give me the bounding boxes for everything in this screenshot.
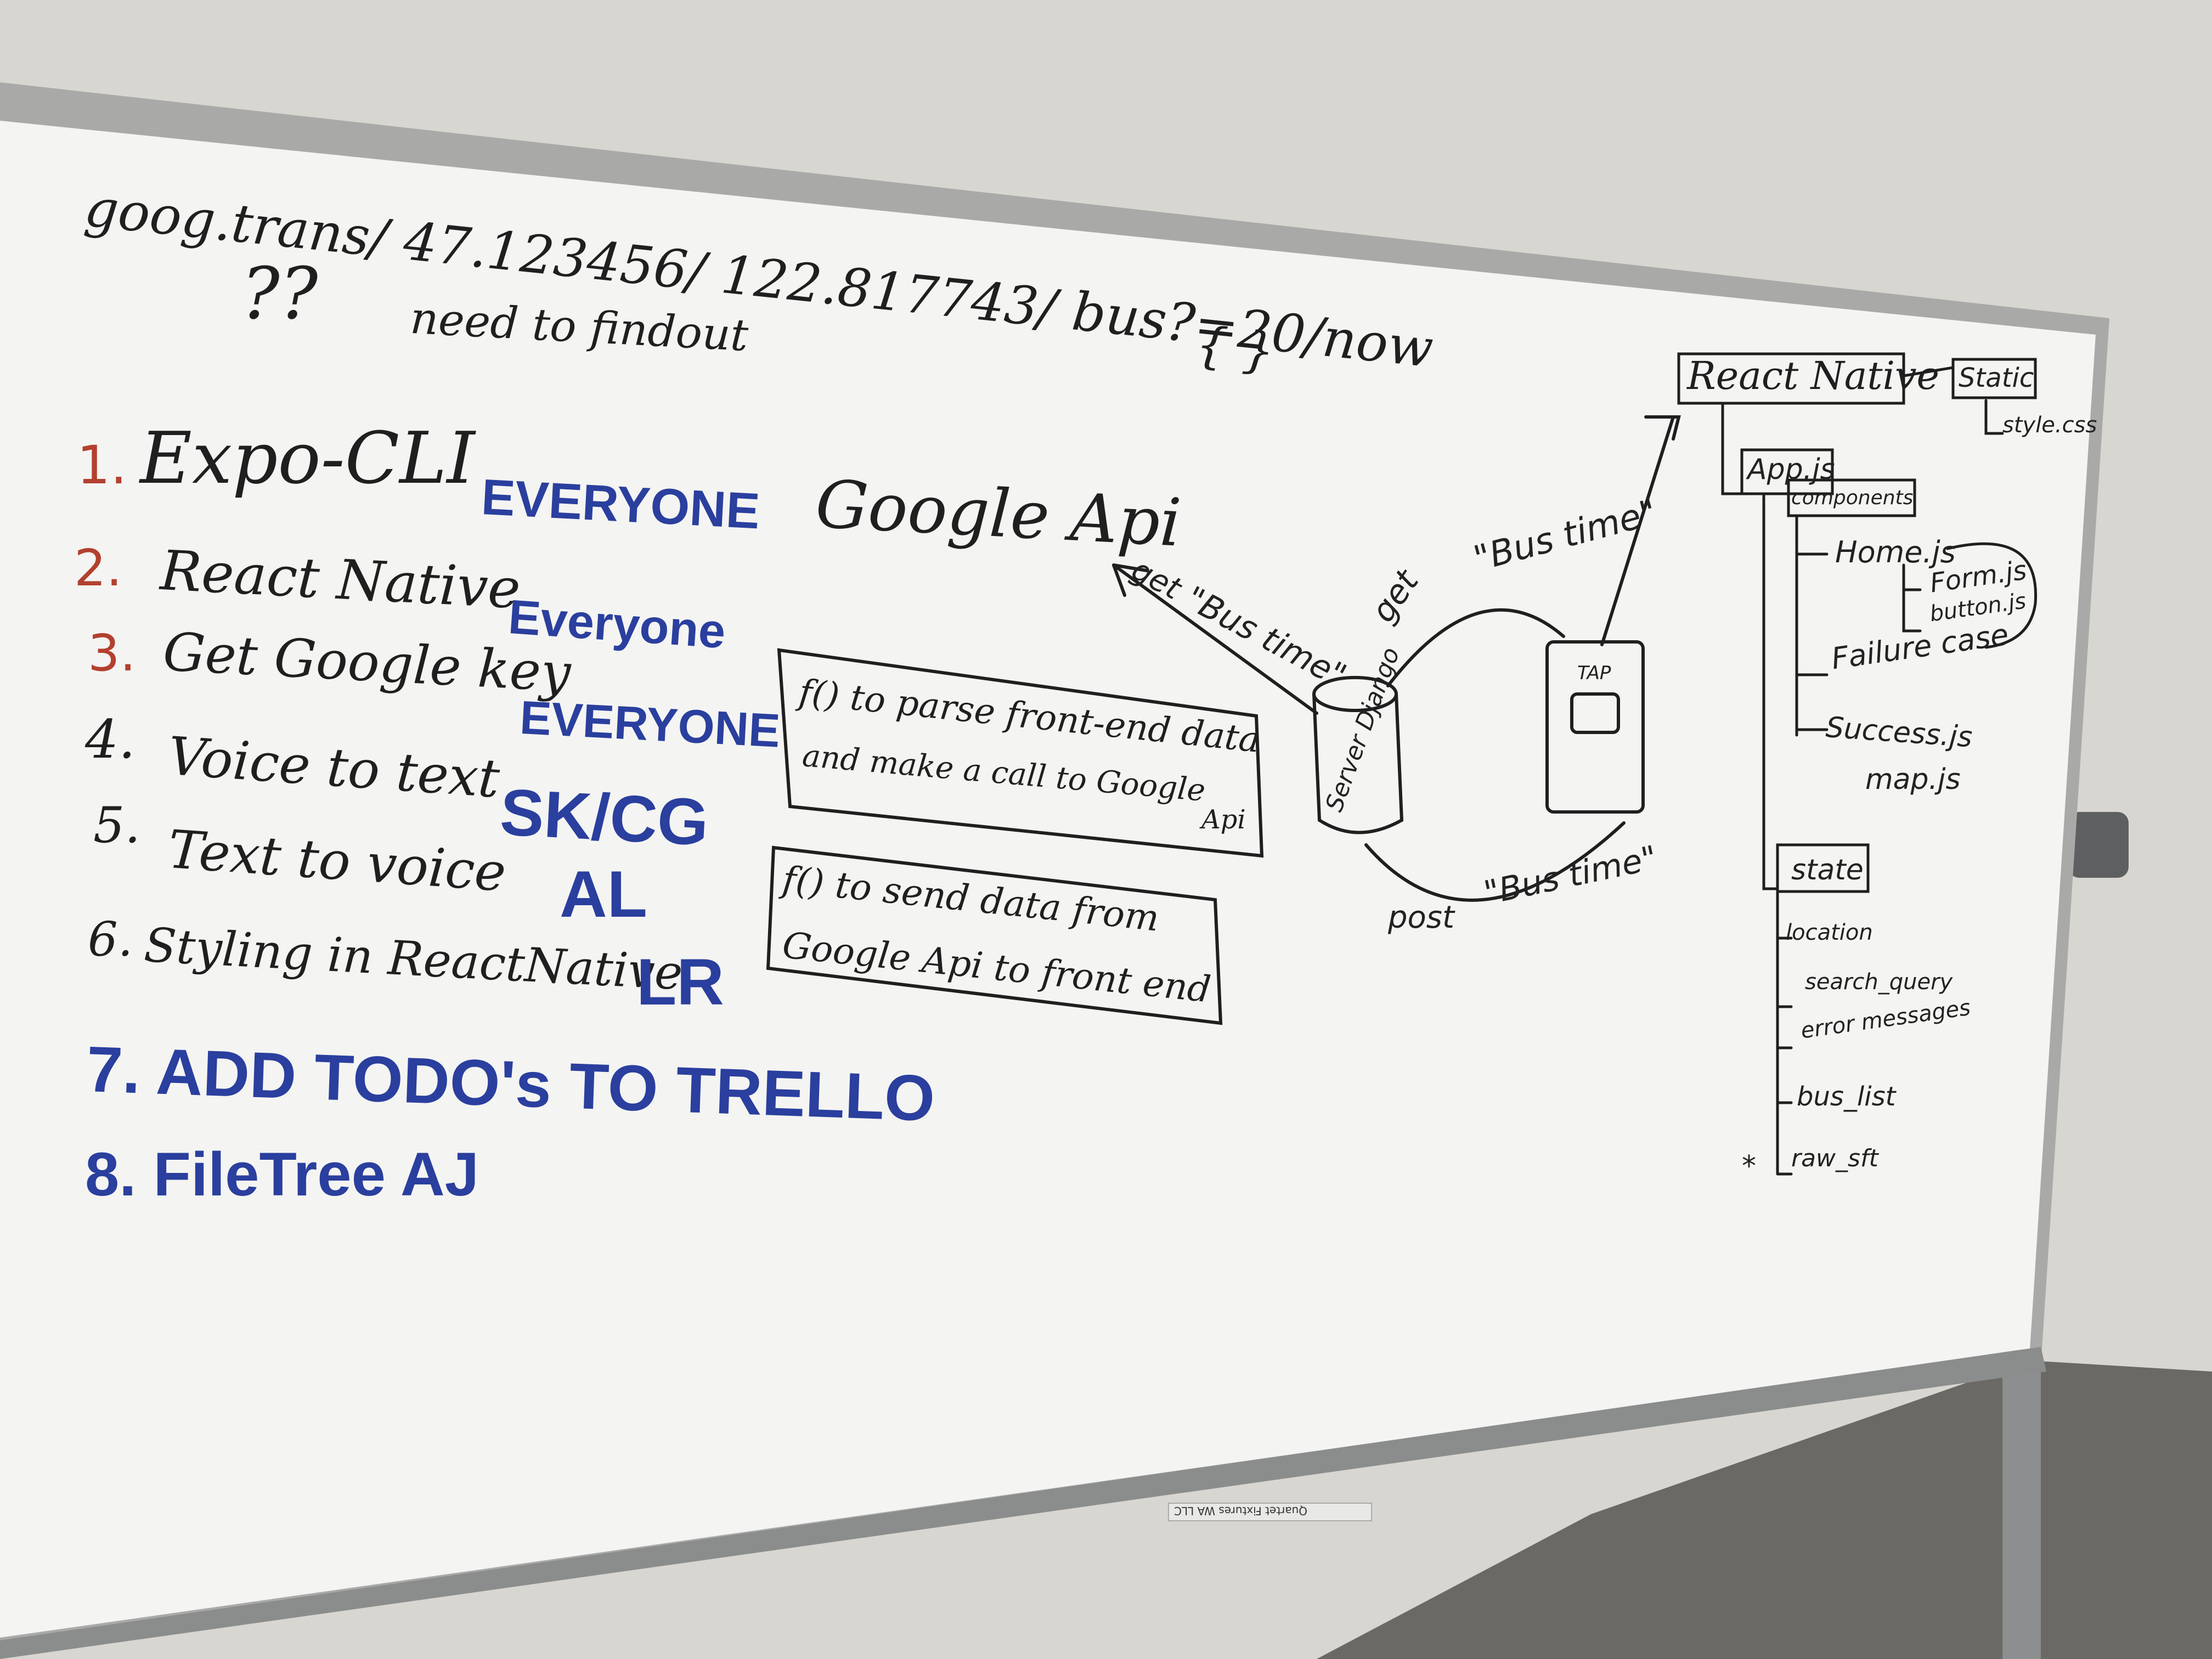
- tree-line-components: [1762, 492, 1779, 890]
- todo-number-6: 6.: [88, 912, 133, 967]
- tree-state-item-rawsft: raw_sft: [1791, 1144, 1878, 1172]
- todo-owner-3: EVERYONE: [518, 691, 782, 758]
- carpet-floor: [1317, 1361, 2212, 1659]
- tray-label: Quartet Fixtures WA LLC: [1174, 1504, 1308, 1517]
- tree-curve-home: [1946, 542, 2038, 649]
- tree-line-app: [1721, 402, 1743, 495]
- tree-home-label: Home.js: [1835, 535, 1956, 569]
- tree-static-label: Static: [1959, 363, 2034, 393]
- arrowhead-google: [1112, 563, 1148, 597]
- todo-number-2: 2.: [74, 539, 122, 597]
- tree-link-static: [1902, 366, 1955, 377]
- tree-line-form: [1902, 563, 1922, 633]
- todo-number-8: 8.: [85, 1140, 137, 1209]
- todo-item-8: 8. FileTree AJ: [85, 1144, 479, 1205]
- marker-tray: [0, 1347, 2046, 1659]
- tray-plate: [1168, 1503, 1372, 1521]
- todo-number-1: 1.: [77, 435, 127, 496]
- phone-screen-icon: [1570, 692, 1620, 734]
- tree-components-label: components: [1791, 487, 1914, 509]
- todo-owner-1: EVERYONE: [479, 469, 761, 540]
- tree-line-style: [1984, 399, 2004, 435]
- arrow-phone-react: [1600, 415, 1675, 646]
- question-marks: ??: [241, 252, 318, 335]
- tree-static-box: [1951, 358, 2037, 399]
- todo-number-3: 3.: [88, 624, 136, 682]
- todo-owner-6: LR: [636, 945, 724, 1019]
- arrow-to-reactnative: [1644, 415, 1681, 441]
- todo-number-4: 4.: [85, 709, 136, 770]
- note-box-parse: [777, 648, 1264, 858]
- tree-map-label: map.js: [1865, 763, 1961, 796]
- tree-line-state-items: [1776, 890, 1793, 1176]
- google-api-label: Google Api: [814, 466, 1183, 562]
- tree-state-label: state: [1791, 854, 1864, 887]
- phone-device: [1545, 640, 1645, 814]
- server-body: [1312, 692, 1404, 834]
- stand-knob: [2068, 812, 2129, 878]
- tree-line-comp-children: [1795, 514, 1829, 737]
- phone-app-label: TAP: [1577, 662, 1611, 684]
- todo-owner-5: AL: [560, 857, 647, 931]
- braces: { }: [1193, 315, 1278, 381]
- tree-root-label: React Native: [1687, 353, 1939, 398]
- todo-number-7: 7.: [85, 1033, 142, 1108]
- arrow-google-server: [1112, 563, 1318, 715]
- todo-task-1: Expo-CLI: [140, 416, 475, 500]
- tree-star-marker: *: [1742, 1150, 1756, 1183]
- tree-state-item-buslist: bus_list: [1797, 1081, 1896, 1112]
- todo-owner-4: SK/CG: [498, 775, 710, 860]
- arrow-get-curve: [1386, 608, 1565, 687]
- tree-components-box: [1787, 478, 1916, 517]
- post-label: post: [1388, 900, 1454, 935]
- arrow-post-curve: [1364, 821, 1626, 902]
- tree-state-item-location: location: [1786, 920, 1873, 945]
- tree-state-item-search: search_query: [1805, 969, 1953, 995]
- note-parse-line3: Api: [1201, 804, 1246, 835]
- tree-app-label: App.js: [1747, 453, 1835, 486]
- note-box-send: [766, 845, 1223, 1025]
- todo-task-8: FileTree AJ: [153, 1140, 479, 1209]
- tree-state-box: [1776, 843, 1870, 893]
- tree-root-box: [1677, 352, 1905, 405]
- todo-number-5: 5.: [93, 797, 140, 854]
- tree-style-label: style.css: [2002, 413, 2097, 438]
